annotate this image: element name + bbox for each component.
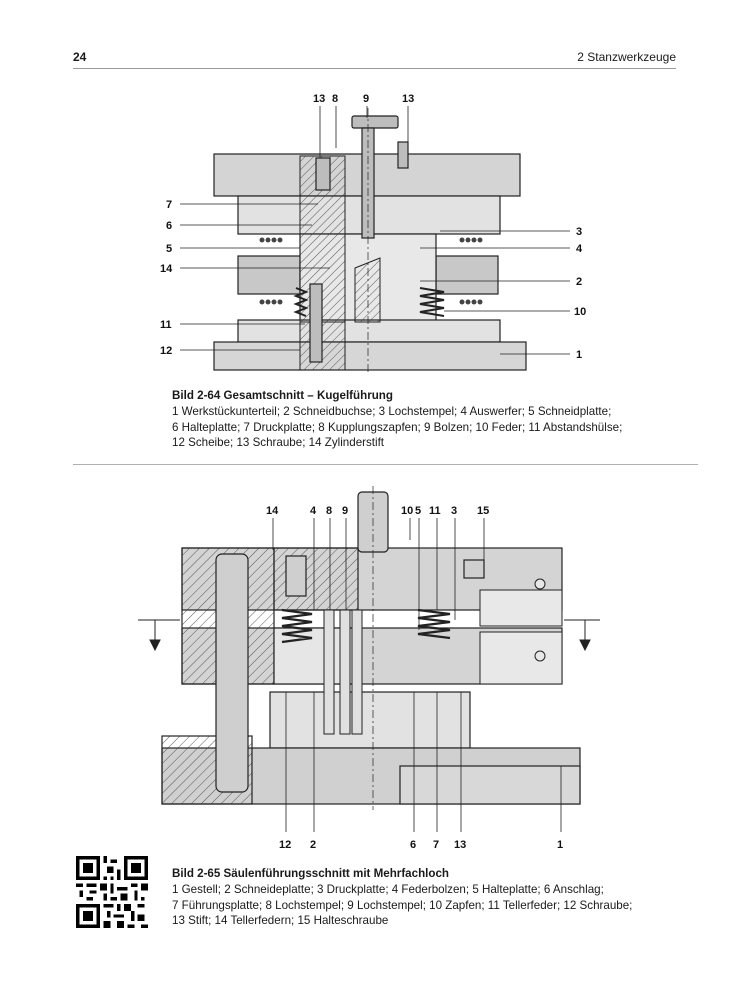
figure-2-65-legend-line: 1 Gestell; 2 Schneideplatte; 3 Druckplat… [172, 882, 604, 896]
callout-15: 15 [477, 505, 489, 517]
callout-12: 12 [160, 345, 172, 357]
callout-2: 2 [576, 276, 582, 288]
callout-8: 8 [326, 505, 332, 517]
qr-code-icon[interactable] [76, 856, 148, 928]
header-rule [73, 68, 676, 69]
callout-1: 1 [576, 349, 582, 361]
callout-10: 10 [401, 505, 413, 517]
callout-13: 13 [454, 839, 466, 851]
callout-5: 5 [415, 505, 421, 517]
callout-2: 2 [310, 839, 316, 851]
callout-4: 4 [310, 505, 317, 517]
page-number: 24 [73, 50, 87, 64]
callout-3: 3 [451, 505, 457, 517]
callout-3: 3 [576, 226, 582, 238]
callout-6: 6 [166, 220, 172, 232]
callout-11: 11 [160, 319, 172, 331]
callout-11: 11 [429, 505, 441, 517]
callout-5: 5 [166, 243, 172, 255]
figure-2-65-title: Bild 2-65 Säulenführungsschnitt mit Mehr… [172, 867, 449, 880]
callout-14: 14 [266, 505, 279, 517]
figure-2-64-title: Bild 2-64 Gesamtschnitt – Kugelführung [172, 389, 393, 402]
callout-4: 4 [576, 243, 583, 255]
figure-2-65-legend-line: 7 Führungsplatte; 8 Lochstempel; 9 Lochs… [172, 898, 633, 912]
figure-2-64-legend-line: 1 Werkstückunterteil; 2 Schneidbuchse; 3… [172, 404, 612, 418]
callout-7: 7 [166, 199, 172, 211]
callout-7: 7 [433, 839, 439, 851]
chapter-title: 2 Stanzwerkzeuge [577, 50, 676, 64]
callout-13b: 13 [402, 93, 414, 105]
callout-6: 6 [410, 839, 416, 851]
figure-2-65-legend-line: 13 Stift; 14 Tellerfedern; 15 Halteschra… [172, 914, 389, 928]
figure-2-64-legend-line: 6 Halteplatte; 7 Druckplatte; 8 Kupplung… [172, 420, 623, 434]
figure-2-64-caption: Bild 2-64 Gesamtschnitt – Kugelführung 1… [172, 388, 622, 451]
callout-9: 9 [342, 505, 348, 517]
callout-9: 9 [363, 93, 369, 105]
callout-10: 10 [574, 306, 586, 318]
section-divider [73, 464, 698, 465]
figure-2-65-caption: Bild 2-65 Säulenführungsschnitt mit Mehr… [172, 866, 632, 929]
callout-1: 1 [557, 839, 563, 851]
callout-12: 12 [279, 839, 291, 851]
figure-2-65-drawing: 14 4 8 9 10 5 11 3 15 12 2 6 7 13 1 [138, 486, 600, 851]
callout-8: 8 [332, 93, 338, 105]
callout-14: 14 [160, 263, 173, 275]
figure-2-64-drawing: 13 8 9 13 7 6 5 14 11 12 3 4 2 10 1 [160, 93, 586, 373]
figure-2-64-legend-line: 12 Scheibe; 13 Schraube; 14 Zylinderstif… [172, 436, 385, 450]
callout-13a: 13 [313, 93, 325, 105]
